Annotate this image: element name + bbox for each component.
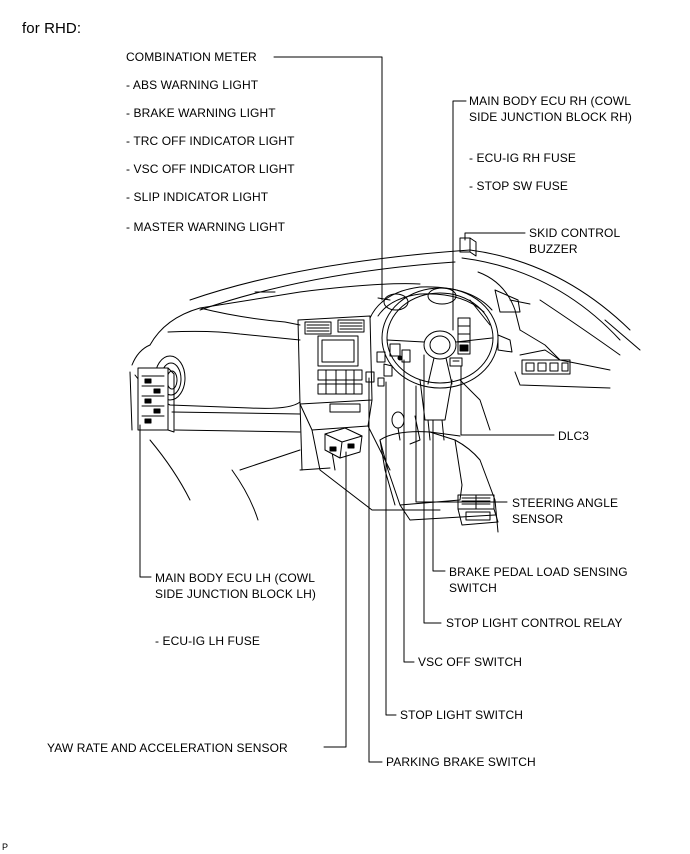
windshield-outline [189, 249, 631, 341]
label-ecu-ig-lh-fuse: - ECU-IG LH FUSE [155, 634, 260, 648]
main-body-ecu-lh-module [137, 367, 175, 433]
leader-yaw-rate-sensor [323, 451, 347, 748]
dlc3-connector [449, 357, 463, 367]
label-stop-sw-fuse: - STOP SW FUSE [469, 179, 568, 193]
main-body-ecu-rh-module [457, 317, 471, 355]
leader-vsc-off-switch [403, 359, 415, 663]
label-meter-item: - VSC OFF INDICATOR LIGHT [126, 162, 295, 176]
label-steering-angle-sensor: STEERING ANGLE SENSOR [512, 496, 619, 526]
label-meter-item: - BRAKE WARNING LIGHT [126, 106, 276, 120]
label-yaw-rate-sensor: YAW RATE AND ACCELERATION SENSOR [47, 741, 288, 755]
yaw-rate-sensor-module [324, 427, 363, 459]
label-main-body-ecu-rh: MAIN BODY ECU RH (COWL SIDE JUNCTION BLO… [469, 94, 632, 124]
leader-stop-light-control-relay [423, 354, 442, 624]
steering-column [419, 379, 453, 441]
label-meter-item: - SLIP INDICATOR LIGHT [126, 190, 269, 204]
label-dlc3: DLC3 [558, 429, 590, 443]
leader-dlc3 [460, 365, 555, 436]
leader-skid-control-buzzer [464, 232, 526, 241]
leader-combination-meter [273, 56, 383, 301]
leader-main-body-ecu-lh [139, 424, 152, 578]
label-main-body-ecu-lh: MAIN BODY ECU LH (COWL SIDE JUNCTION BLO… [155, 571, 316, 601]
label-brake-pedal-load-switch: BRAKE PEDAL LOAD SENSING SWITCH [449, 565, 628, 595]
leader-brake-pedal-load-switch [432, 419, 446, 572]
corner-mark: P [2, 842, 9, 852]
leader-lines [139, 56, 555, 763]
label-stop-light-control-relay: STOP LIGHT CONTROL RELAY [446, 616, 623, 630]
label-stop-light-switch: STOP LIGHT SWITCH [400, 708, 524, 722]
label-ecu-ig-rh-fuse: - ECU-IG RH FUSE [469, 151, 576, 165]
label-meter-item: - MASTER WARNING LIGHT [126, 220, 286, 234]
leader-parking-brake-switch [368, 377, 383, 763]
skid-control-buzzer-module [459, 237, 477, 257]
stop-light-switch-module [377, 377, 385, 387]
label-combination-meter: COMBINATION METER [126, 50, 257, 64]
label-vsc-off-switch: VSC OFF SWITCH [418, 655, 523, 669]
label-parking-brake-switch: PARKING BRAKE SWITCH [386, 755, 536, 769]
label-meter-item: - ABS WARNING LIGHT [126, 78, 259, 92]
leader-steering-angle-sensor [415, 385, 508, 503]
label-skid-control-buzzer: SKID CONTROL BUZZER [529, 226, 621, 256]
right-door-panel [477, 271, 641, 389]
diagram-header: for RHD: [22, 20, 82, 37]
leader-main-body-ecu-rh [452, 100, 467, 331]
parking-brake-switch-module [365, 371, 375, 383]
label-meter-item: - TRC OFF INDICATOR LIGHT [126, 134, 295, 148]
center-stack [297, 315, 373, 431]
combination-meter-hood [369, 286, 493, 319]
rear-console-vent [457, 494, 499, 526]
leader-stop-light-switch [385, 381, 397, 716]
steering-wheel [381, 287, 499, 389]
switch-cluster [376, 343, 411, 377]
